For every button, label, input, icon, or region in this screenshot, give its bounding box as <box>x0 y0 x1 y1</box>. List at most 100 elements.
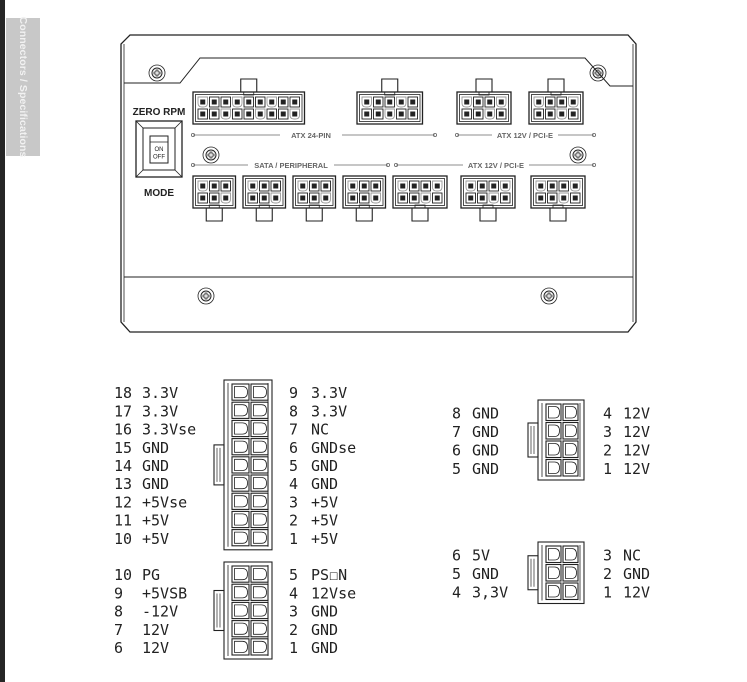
atx12v-pcie-bottom-2[interactable] <box>460 175 516 222</box>
socket-pin <box>320 192 331 204</box>
socket-pin <box>232 96 243 108</box>
pin-number: 4 <box>603 405 612 423</box>
pin-signal: 12V <box>623 442 650 460</box>
socket-pin <box>373 108 384 120</box>
socket-pin <box>361 96 372 108</box>
socket-pin <box>259 192 270 204</box>
switch-caption: MODE <box>144 188 174 199</box>
pin-signal: 12V <box>142 639 169 657</box>
pin-number: 1 <box>603 584 612 602</box>
connector-body <box>213 379 273 551</box>
screws <box>148 64 607 305</box>
socket-pin <box>266 96 277 108</box>
socket-pin <box>197 108 208 120</box>
pin-cell <box>250 529 269 547</box>
pin-number: 7 <box>289 421 298 439</box>
socket-pin <box>396 96 407 108</box>
pin-signal: PG <box>142 566 160 584</box>
socket-pin <box>255 108 266 120</box>
side-tab-connectors-specifications[interactable]: Connectors / Specifications <box>6 17 40 157</box>
socket-pin <box>432 192 443 204</box>
pin-cell <box>562 582 579 601</box>
atx12v-pcie-top-2[interactable] <box>528 78 584 125</box>
socket-pin <box>270 180 281 192</box>
zero-rpm-switch[interactable] <box>135 120 183 178</box>
pin-cell <box>562 403 579 422</box>
socket-pin <box>533 96 544 108</box>
socket-pin <box>500 180 511 192</box>
pin-signal: 12V <box>623 584 650 602</box>
pin-number: 1 <box>289 530 298 548</box>
pin-signal: GND <box>623 565 650 583</box>
socket-pin <box>197 192 208 204</box>
screw-icon <box>197 287 215 305</box>
sata-peripheral-2[interactable] <box>242 175 287 222</box>
pin-number: 8 <box>452 405 461 423</box>
socket-pin <box>397 192 408 204</box>
pin-number: 3 <box>289 493 298 511</box>
pin-number: 3 <box>603 423 612 441</box>
socket-pin <box>488 180 499 192</box>
pin-signal: 12V <box>623 460 650 478</box>
sata-peripheral-4[interactable] <box>342 175 387 222</box>
socket-pin <box>461 108 472 120</box>
pin-number: 2 <box>603 565 612 583</box>
pin-number: 2 <box>289 621 298 639</box>
pin-number: 5 <box>289 566 298 584</box>
atx12v-pcie-bottom-1[interactable] <box>392 175 448 222</box>
pin-number: 4 <box>289 475 298 493</box>
socket-pin <box>220 192 231 204</box>
pin-cell <box>250 438 269 456</box>
socket-pin <box>197 96 208 108</box>
socket-pin <box>259 180 270 192</box>
socket-pin <box>309 180 320 192</box>
socket-pin <box>266 108 277 120</box>
pin-number: 5 <box>452 460 461 478</box>
socket-pin <box>500 192 511 204</box>
pin-number: 5 <box>452 565 461 583</box>
group-label-lines <box>190 132 597 167</box>
pin-cell <box>562 440 579 459</box>
pin-signal: GNDse <box>311 439 356 457</box>
pin-signal: GND <box>311 603 338 621</box>
socket-pin <box>473 108 484 120</box>
pin-cell <box>231 529 250 547</box>
pin-cell <box>231 383 250 401</box>
socket-pin <box>220 180 231 192</box>
socket-pin <box>370 192 381 204</box>
socket-pin <box>359 192 370 204</box>
pin-number: 16 <box>114 421 132 439</box>
pin-cell <box>562 458 579 477</box>
pin-number: 8 <box>289 402 298 420</box>
pin-signal: -12V <box>142 603 178 621</box>
sata-peripheral-3[interactable] <box>292 175 337 222</box>
socket-pin <box>535 192 546 204</box>
socket-pin <box>197 180 208 192</box>
pin-cell <box>231 565 250 583</box>
pin-number: 1 <box>289 639 298 657</box>
pin-signal: 12Vse <box>311 584 356 602</box>
atx-24pin-10-socket[interactable] <box>356 78 424 125</box>
pin-cell <box>231 401 250 419</box>
atx-24pin-20-socket[interactable] <box>192 78 306 125</box>
switch-on-label: ON <box>155 147 164 153</box>
label-sata-peripheral: SATA / PERIPHERAL <box>254 161 328 170</box>
socket-pin <box>278 96 289 108</box>
socket-pin <box>409 180 420 192</box>
switch-off-label: OFF <box>153 155 165 161</box>
socket-pin <box>209 96 220 108</box>
atx12v-pcie-bottom-3[interactable] <box>530 175 586 222</box>
pin-signal: +5VSB <box>142 584 187 602</box>
socket-pin <box>220 108 231 120</box>
pin-signal: GND <box>311 621 338 639</box>
screw-icon <box>148 64 166 82</box>
pin-number: 14 <box>114 457 132 475</box>
pin-cell <box>231 438 250 456</box>
pin-signal: +5V <box>142 530 169 548</box>
atx12v-pcie-top-1[interactable] <box>456 78 512 125</box>
sata-peripheral-1[interactable] <box>192 175 237 222</box>
pin-signal: GND <box>472 565 499 583</box>
